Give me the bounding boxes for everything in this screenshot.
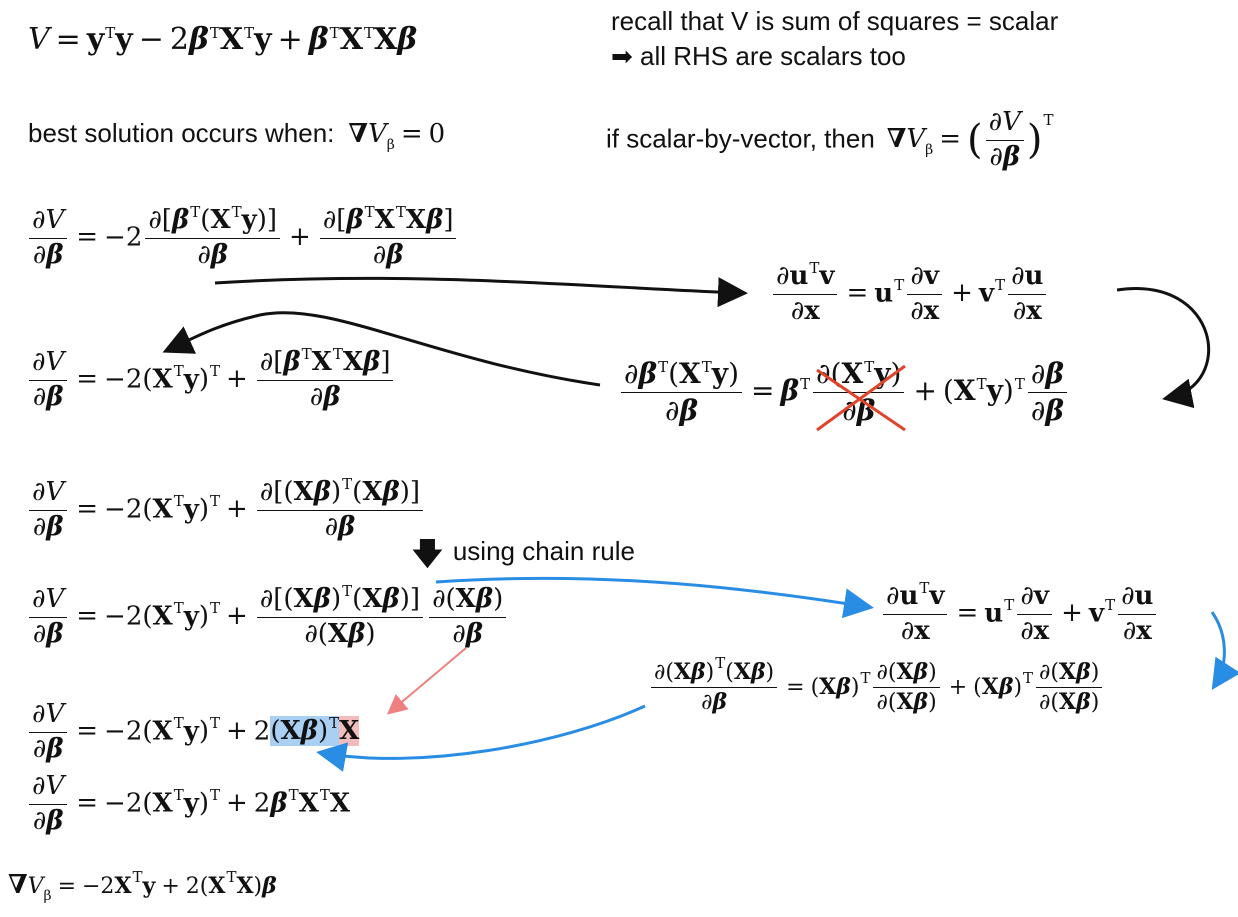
arrow-blue-down [1210,611,1238,691]
final-gradient: ∇Vβ=−2XTy+2(XTX)β [8,868,277,904]
scalar-by-vector-line: if scalar-by-vector, then ∇Vβ=(∂V∂β)T [606,107,1054,172]
down-arrow-icon: 🡇 [412,537,443,572]
scalar-by-vector-text: if scalar-by-vector, then [606,123,875,154]
xbeta-product-expansion: ∂(Xβ)T(Xβ)∂β=(Xβ)T∂(Xβ)∂(Xβ)+(Xβ)T∂(Xβ)∂… [648,654,1105,716]
product-rule-black: ∂uTv∂x=uT∂v∂x+vT∂u∂x [770,259,1049,327]
recall-note-line1: recall that V is sum of squares = scalar [611,6,1059,36]
arrow-pink-to-x [386,647,467,715]
best-solution-text: best solution occurs when: [28,118,335,148]
chain-rule-text: using chain rule [452,536,635,566]
equation-v-definition: V=yTy−2βTXTy+βTXTXβ [28,22,418,57]
chain-rule-label: 🡇 using chain rule [412,528,635,579]
cross-out-mark [816,364,906,432]
derivative-step-4: ∂V∂β=−2(XTy)T+∂[(Xβ)T(Xβ)]∂(Xβ)∂(Xβ)∂β [26,582,509,650]
derivative-step-1: ∂V∂β=−2∂[βT(XTy)]∂β+∂[βTXTXβ]∂β [26,203,459,271]
derivative-step-6: ∂V∂β=−2(XTy)T+2βTXTX [26,771,350,837]
derivative-step-5: ∂V∂β=−2(XTy)T+2(Xβ)TX [26,699,360,765]
crossed-term: ∂(XTy)∂β [813,357,906,432]
highlight-xbeta-transpose: (Xβ)T [270,714,340,747]
derivative-step-2: ∂V∂β=−2(XTy)T+∂[βTXTXβ]∂β [26,345,396,413]
highlight-x-matrix: X [339,716,360,747]
arrow-to-product-rule [214,276,748,308]
best-solution-line: best solution occurs when: ∇Vβ=0 [28,118,446,153]
product-rule-applied: ∂βT(XTy)∂β=βT∂(XTy)∂β+(XTy)T∂β∂β [618,357,1070,432]
recall-note-line2: ➡ all RHS are scalars too [611,41,906,71]
product-rule-blue: ∂uTv∂x=uT∂v∂x+vT∂u∂x [880,579,1159,647]
arrow-product-rule-down [1116,287,1211,409]
derivative-step-3: ∂V∂β=−2(XTy)T+∂[(Xβ)T(Xβ)]∂β [26,475,426,543]
arrow-blue-back [316,704,646,772]
